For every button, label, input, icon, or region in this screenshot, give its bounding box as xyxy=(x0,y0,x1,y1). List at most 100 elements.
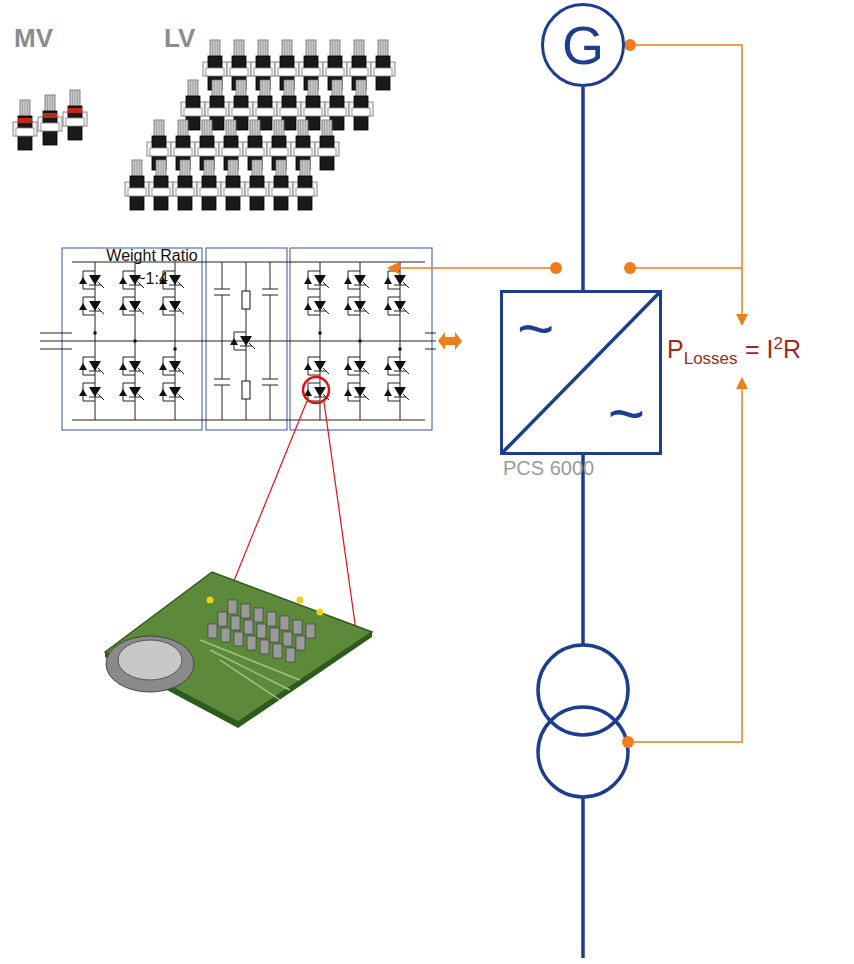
strand-line xyxy=(233,121,234,137)
diode-symbol xyxy=(344,303,352,310)
cable-strand xyxy=(202,120,212,138)
circuit-wire xyxy=(234,332,246,333)
strand-line xyxy=(329,121,330,137)
cable-band xyxy=(246,148,264,156)
cable-strand xyxy=(332,80,342,98)
cable-icon xyxy=(149,160,173,210)
cable-icon xyxy=(197,160,221,210)
cable-icon xyxy=(245,160,269,210)
cable-strand xyxy=(330,40,340,58)
capacitor-part xyxy=(280,616,289,630)
junction-dot xyxy=(318,331,322,335)
cable-strand xyxy=(252,160,262,178)
circuit-wire xyxy=(262,289,278,290)
highlight-circle xyxy=(303,377,329,403)
capacitor-part xyxy=(257,624,266,638)
circuit-wire xyxy=(40,341,72,342)
circuit-wire xyxy=(123,383,135,384)
strand-line xyxy=(217,41,218,57)
capacitor-part xyxy=(241,604,250,618)
circuit-wire xyxy=(425,333,436,334)
cable-strand xyxy=(210,40,220,58)
cable-band xyxy=(198,148,216,156)
capacitor-gap xyxy=(262,289,278,295)
cable-band xyxy=(318,148,336,156)
circuit-wire xyxy=(348,297,360,298)
strand-line xyxy=(137,161,138,177)
voltage-label: MV xyxy=(14,20,53,58)
generator-circle: G xyxy=(541,3,625,87)
diode-symbol xyxy=(344,389,352,396)
circuit-wire xyxy=(89,311,101,312)
strand-line xyxy=(385,41,386,57)
circuit-wire xyxy=(394,311,406,312)
circuit-wire xyxy=(163,357,175,358)
cable-band xyxy=(152,188,170,196)
strand-line xyxy=(313,81,314,97)
circuit-wire xyxy=(163,297,175,298)
circuit-wire xyxy=(354,371,366,372)
cable-band xyxy=(248,188,266,196)
circuit-wire xyxy=(163,383,175,384)
cable-strand xyxy=(228,160,238,178)
strand-line xyxy=(315,81,316,97)
cable-icon xyxy=(63,90,87,140)
circuit-wire xyxy=(83,375,95,376)
gate-unit-board xyxy=(105,572,372,728)
circuit-wire xyxy=(308,271,320,272)
cable-band xyxy=(208,108,226,116)
circuit-wire xyxy=(89,397,101,398)
circuit-wire xyxy=(249,343,255,349)
diode-symbol xyxy=(304,363,312,370)
circuit-wire xyxy=(123,297,135,298)
strand-line xyxy=(180,121,181,137)
cable-strand xyxy=(234,40,244,58)
cable-band xyxy=(272,188,290,196)
cable-strand xyxy=(308,80,318,98)
formula-part: = I xyxy=(745,335,774,363)
strand-line xyxy=(25,101,26,117)
circuit-wire xyxy=(214,295,230,296)
strand-line xyxy=(159,121,160,137)
capacitor-gap xyxy=(214,289,230,295)
circuit-wire xyxy=(234,350,246,351)
strand-line xyxy=(219,81,220,97)
strand-line xyxy=(52,96,53,112)
cable-icon xyxy=(269,160,293,210)
strand-line xyxy=(161,161,162,177)
loss-formula: PLosses= I2R xyxy=(667,334,801,369)
cable-band xyxy=(41,123,59,131)
cable-strand xyxy=(154,120,164,138)
cable-strand xyxy=(236,80,246,98)
strand-line xyxy=(204,121,205,137)
cable-strand xyxy=(298,120,308,138)
circuit-wire xyxy=(363,368,369,374)
strand-line xyxy=(313,41,314,57)
strand-line xyxy=(303,121,304,137)
cable-strand xyxy=(204,160,214,178)
strand-line xyxy=(289,41,290,57)
loss-pointers xyxy=(387,39,748,748)
cable-band xyxy=(200,188,218,196)
transformer-winding xyxy=(538,707,628,797)
strand-line xyxy=(228,121,229,137)
pcb-edge xyxy=(105,632,372,728)
circuit-wire xyxy=(348,357,360,358)
circuit-wire xyxy=(98,308,104,314)
cable-strand xyxy=(356,80,366,98)
cable-band xyxy=(174,148,192,156)
cable-band xyxy=(206,68,224,76)
strand-line xyxy=(235,161,236,177)
strand-line xyxy=(334,81,335,97)
strand-line xyxy=(363,81,364,97)
strand-line xyxy=(286,81,287,97)
strand-line xyxy=(236,41,237,57)
circuit-frame xyxy=(290,248,432,430)
strand-line xyxy=(185,121,186,137)
strand-line xyxy=(209,161,210,177)
strand-line xyxy=(206,161,207,177)
strand-line xyxy=(238,81,239,97)
loss-pointer-line xyxy=(630,45,742,315)
circuit-wire xyxy=(178,282,184,288)
strand-line xyxy=(361,41,362,57)
